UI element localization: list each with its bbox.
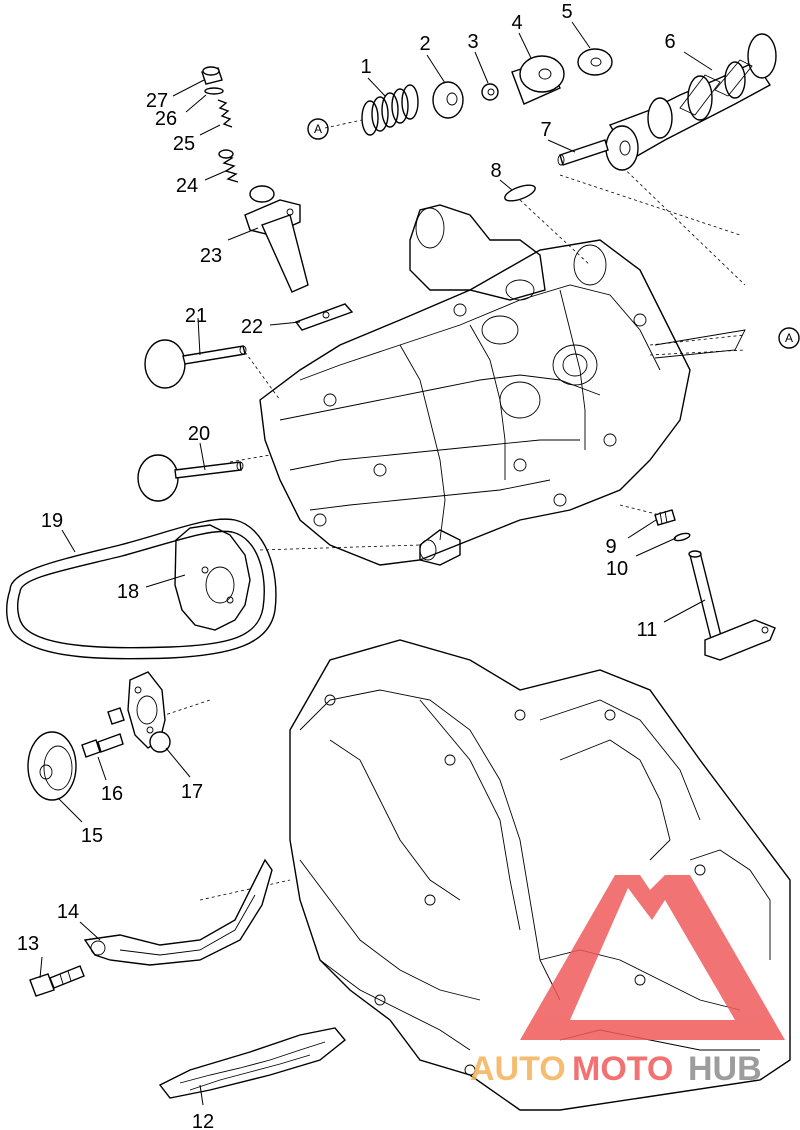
crankcase bbox=[289, 639, 791, 1111]
intake-valve bbox=[144, 339, 247, 389]
label-part-8: 8 bbox=[490, 160, 501, 182]
label-part-15: 15 bbox=[81, 825, 103, 847]
valve-shim bbox=[577, 48, 613, 76]
part-labels: 1 2 3 4 5 6 7 8 9 10 11 12 13 14 15 16 1… bbox=[17, 1, 676, 1130]
label-part-19: 19 bbox=[41, 510, 63, 532]
label-part-3: 3 bbox=[467, 31, 478, 53]
watermark-hub-text: HUB bbox=[688, 1050, 762, 1088]
spring-retainer bbox=[432, 81, 464, 119]
tensioner-bolt bbox=[217, 99, 233, 128]
label-part-9: 9 bbox=[605, 536, 616, 558]
guide-lines bbox=[149, 154, 746, 901]
label-part-25: 25 bbox=[173, 133, 195, 155]
exhaust-valve bbox=[137, 454, 244, 502]
label-part-26: 26 bbox=[155, 108, 177, 130]
cylinder-head bbox=[259, 204, 691, 566]
label-part-7: 7 bbox=[540, 119, 551, 141]
leader-lines bbox=[39, 21, 713, 1106]
chain-tensioner bbox=[244, 185, 309, 293]
label-part-23: 23 bbox=[200, 245, 222, 267]
timing-chain bbox=[6, 518, 277, 660]
label-part-4: 4 bbox=[511, 12, 522, 34]
label-part-13: 13 bbox=[17, 933, 39, 955]
label-part-16: 16 bbox=[101, 783, 123, 805]
camshaft bbox=[605, 33, 777, 171]
tensioner-rod-bracket bbox=[688, 550, 776, 661]
label-part-2: 2 bbox=[419, 33, 430, 55]
label-part-1: 1 bbox=[360, 56, 371, 78]
guide-bolt bbox=[29, 965, 85, 997]
reference-a-right-text: A bbox=[785, 331, 793, 345]
label-part-17: 17 bbox=[181, 781, 203, 803]
tensioner-cap bbox=[201, 66, 223, 85]
cam-sprocket-assembly bbox=[127, 671, 171, 753]
label-part-21: 21 bbox=[185, 305, 207, 327]
label-part-20: 20 bbox=[188, 423, 210, 445]
valve-keeper bbox=[481, 83, 499, 101]
tensioner-arm bbox=[83, 858, 273, 966]
label-part-11: 11 bbox=[637, 619, 658, 641]
valve-lifter bbox=[511, 55, 565, 105]
label-part-27: 27 bbox=[146, 90, 168, 112]
chain-guide-lower bbox=[158, 1027, 346, 1099]
crank-sprocket-hub bbox=[27, 731, 77, 801]
watermark-triangle-icon bbox=[520, 875, 785, 1040]
label-part-10: 10 bbox=[606, 558, 628, 580]
cam-sprocket bbox=[174, 524, 251, 631]
o-ring bbox=[504, 184, 536, 202]
label-part-6: 6 bbox=[664, 31, 675, 53]
label-part-12: 12 bbox=[192, 1111, 214, 1130]
tensioner-gasket bbox=[294, 303, 354, 331]
reference-a-left-text: A bbox=[314, 122, 322, 136]
sealing-washer bbox=[204, 87, 224, 95]
reference-a-right: A bbox=[654, 327, 800, 359]
hub-bolt bbox=[81, 707, 125, 758]
washer bbox=[673, 532, 691, 542]
watermark-auto-text: AUTO bbox=[470, 1050, 566, 1088]
label-part-24: 24 bbox=[176, 175, 198, 197]
label-part-22: 22 bbox=[241, 316, 263, 338]
watermark-moto-text: MOTO bbox=[572, 1050, 673, 1088]
automotohub-watermark: AUTO MOTO HUB bbox=[470, 875, 785, 1088]
small-screw bbox=[654, 509, 676, 526]
label-part-18: 18 bbox=[117, 581, 139, 603]
valve-spring bbox=[324, 84, 419, 136]
label-part-14: 14 bbox=[57, 901, 79, 923]
reference-a-left: A bbox=[307, 118, 329, 140]
camshaft-pin bbox=[557, 139, 609, 166]
label-part-5: 5 bbox=[561, 1, 572, 23]
tensioner-spring bbox=[218, 149, 239, 183]
